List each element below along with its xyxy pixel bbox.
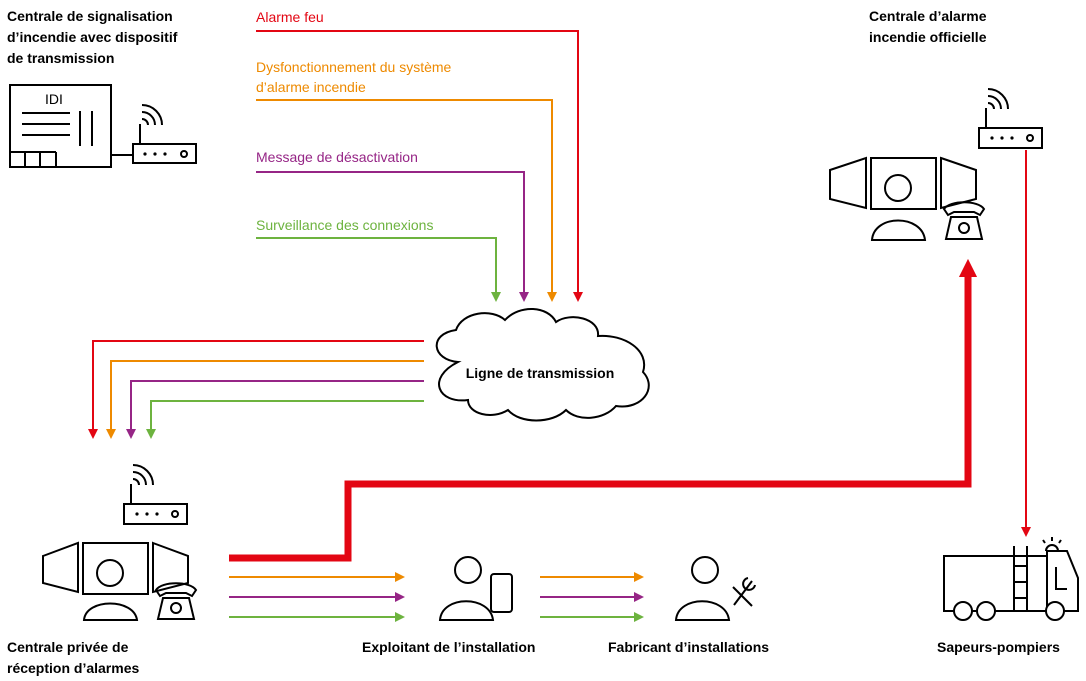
operator-title: Exploitant de l’installation	[362, 639, 536, 655]
fire-panel-tag: IDI	[45, 91, 63, 107]
deactivation-signal-line	[256, 171, 529, 302]
smartphone-icon	[490, 573, 513, 613]
signal-fire-label: Alarme feu	[256, 9, 324, 25]
official-center-title: Centrale d’alarme incendie officielle	[869, 8, 987, 45]
router-dots	[135, 512, 159, 516]
fire-signal-line	[256, 30, 583, 302]
transmission-line-label: Ligne de transmission	[466, 365, 615, 381]
router-icon	[123, 464, 188, 525]
private-center-title: Centrale privée de réception d’alarmes	[7, 639, 140, 676]
signal-deactivation-label: Message de désactivation	[256, 149, 418, 165]
operator-person-icon	[438, 556, 495, 621]
fire-to-official-line	[229, 258, 978, 562]
signal-malfunction-label: Dysfonctionnement du système d’alarme in…	[256, 59, 452, 95]
deactivation-to-private-line	[126, 380, 424, 439]
router-dots	[990, 136, 1014, 140]
malfunction-signal-line	[256, 99, 557, 302]
manufacturer-person-icon	[674, 556, 731, 621]
fire-truck-icon	[943, 537, 1079, 621]
tools-icon	[732, 577, 756, 607]
fire-panel-icon	[9, 84, 133, 168]
telephone-icon	[942, 201, 986, 240]
fire-to-private-line	[88, 340, 424, 439]
fire-panel-title: Centrale de signalisation d’incendie ave…	[7, 8, 178, 66]
telephone-icon	[154, 582, 198, 620]
manufacturer-title: Fabricant d’installations	[608, 639, 770, 655]
cloud-icon	[435, 307, 650, 422]
firefighters-title: Sapeurs-pompiers	[937, 639, 1060, 655]
connection-signal-line	[256, 237, 501, 302]
malfunction-to-private-line	[106, 360, 424, 439]
router-dots	[143, 152, 167, 156]
router-icon	[978, 88, 1043, 149]
signal-connection-label: Surveillance des connexions	[256, 217, 434, 233]
official-center-operator-icon	[829, 156, 977, 241]
router-icon	[132, 104, 197, 164]
private-center-operator-icon	[42, 541, 189, 621]
connection-to-private-line	[146, 400, 424, 439]
